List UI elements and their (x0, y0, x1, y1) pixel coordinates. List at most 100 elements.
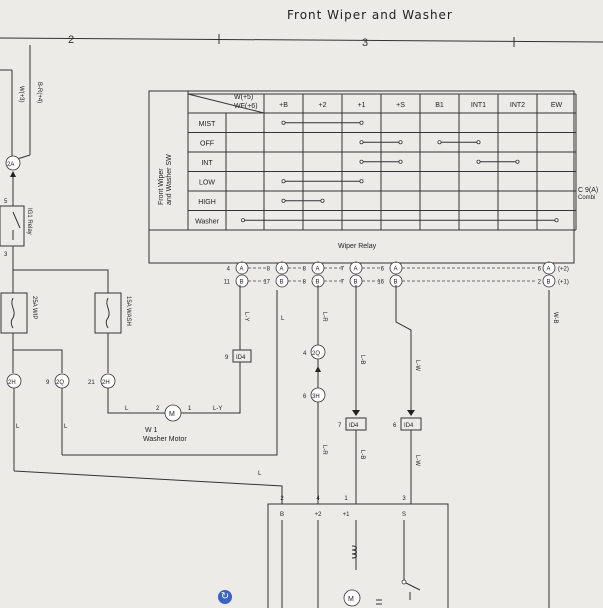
junction-2h-left-label: 2H (8, 380, 16, 386)
wire-wb-label: W-B (552, 312, 558, 324)
wire (395, 285, 412, 410)
wire (107, 388, 165, 414)
contact-point (359, 140, 364, 145)
refresh-icon[interactable]: ↻ (218, 590, 232, 604)
wiper-motor-pin: 3 (402, 496, 406, 502)
contact-point (240, 218, 245, 223)
motor-ref: W 1 (145, 427, 158, 434)
wire-br-label: B-R(+4) (36, 82, 42, 103)
arrow-icon (407, 410, 415, 416)
motor-pin-1: 1 (188, 406, 192, 412)
connector-a-pin: 6 (538, 267, 542, 273)
connector-b-glyph: B (547, 280, 551, 286)
wire-lw-label: L-W (414, 360, 420, 371)
wire-l-label: L (125, 406, 129, 412)
junction-id4-a-label: ID4 (236, 355, 246, 361)
pin-6: 6 (303, 394, 307, 400)
connector-b-pin: 8 (303, 280, 307, 286)
connector-b-tag: (+1) (558, 280, 569, 286)
wire-l-label: L (64, 424, 68, 430)
wiper-relay-label: Wiper Relay (338, 243, 377, 250)
table-header-cell: +2 (319, 102, 327, 109)
table-header-cell: +B (279, 102, 288, 109)
contact-point (320, 198, 325, 203)
wiper-motor-terminal: +2 (315, 512, 323, 518)
table-header-cell: EW (551, 102, 563, 109)
wiper-motor-icon (343, 589, 361, 607)
wiper-motor-pin: 2 (280, 496, 284, 502)
corner-label-bottom: WF(+6) (234, 103, 258, 110)
contact-point (359, 120, 364, 125)
connector-b-pin: 7 (341, 280, 345, 286)
junction-2h-label: 2H (102, 380, 110, 386)
column-number-2: 2 (68, 34, 75, 46)
ig1-relay-label: IG1 Relay (26, 208, 32, 235)
connector-b-glyph: B (240, 280, 244, 286)
contact-point (359, 159, 364, 164)
table-row-label: MIST (199, 121, 216, 128)
connector-a-glyph: A (280, 267, 284, 273)
contact-point (359, 179, 364, 184)
wire (13, 349, 63, 373)
connector-b-pin: 16 (377, 280, 384, 286)
diagram-title: Front Wiper and Washer (287, 8, 453, 22)
corner-label-top: W(+5) (234, 94, 253, 101)
fuse-icon (10, 297, 15, 329)
junction-2q-label: 2Q (56, 380, 64, 386)
wire-l-label: L (281, 316, 285, 322)
contact-point (281, 179, 286, 184)
connector-a-pin: 7 (341, 267, 345, 273)
switch-icon (403, 581, 421, 600)
table-row-label: OFF (200, 141, 214, 148)
wiper-motor-terminal: +1 (343, 512, 351, 518)
wiper-motor-pin: 4 (316, 496, 320, 502)
wire-l-label: L (258, 471, 262, 477)
arrow-icon (10, 171, 16, 177)
wiper-motor-m-glyph: M (348, 596, 354, 603)
column-divider (0, 37, 603, 43)
pin-4: 4 (303, 351, 307, 357)
contact-point (437, 140, 442, 145)
column-number-3: 3 (362, 37, 369, 49)
pin-21: 21 (88, 380, 95, 386)
switch-side-label-2: and Washer SW (166, 154, 173, 205)
junction-2a (5, 155, 21, 171)
junction-2q-right-label: 2Q (312, 351, 320, 357)
connector-b-pin: 17 (263, 280, 270, 286)
fuse-wip-box (0, 292, 28, 334)
connector-b-pin: 2 (538, 280, 542, 286)
connector-b-glyph: B (354, 280, 358, 286)
table-row-label: HIGH (198, 199, 216, 206)
contact-point (554, 218, 559, 223)
junction-id4-b-label: ID4 (349, 423, 359, 429)
contact-point (398, 140, 403, 145)
pin-5: 5 (4, 199, 8, 205)
connector-a-glyph: A (354, 267, 358, 273)
switch-side-label-1: Front Wiper (158, 168, 165, 205)
pin-9: 9 (225, 355, 229, 361)
contact-point (281, 198, 286, 203)
table-header-cell: INT2 (510, 102, 525, 109)
contact-point (398, 159, 403, 164)
pin-7: 7 (338, 423, 342, 429)
switch-pivot (401, 579, 407, 585)
connector-b-pin: 11 (224, 280, 231, 286)
wiper-motor-terminal: S (402, 512, 406, 518)
motor-name: Washer Motor (143, 436, 187, 443)
table-header-cell: +S (396, 102, 405, 109)
table-row-label: LOW (199, 180, 215, 187)
connector-a-glyph: A (394, 267, 398, 273)
motor-m-glyph: M (169, 411, 175, 418)
contact-point (281, 120, 286, 125)
contact-point (476, 159, 481, 164)
table-row-label: Washer (195, 219, 220, 226)
fuse-wip-label: 25A WIP (31, 296, 37, 319)
connector-a-glyph: A (240, 267, 244, 273)
table-header-cell: B1 (435, 102, 444, 109)
connector-a-pin: 6 (381, 267, 385, 273)
